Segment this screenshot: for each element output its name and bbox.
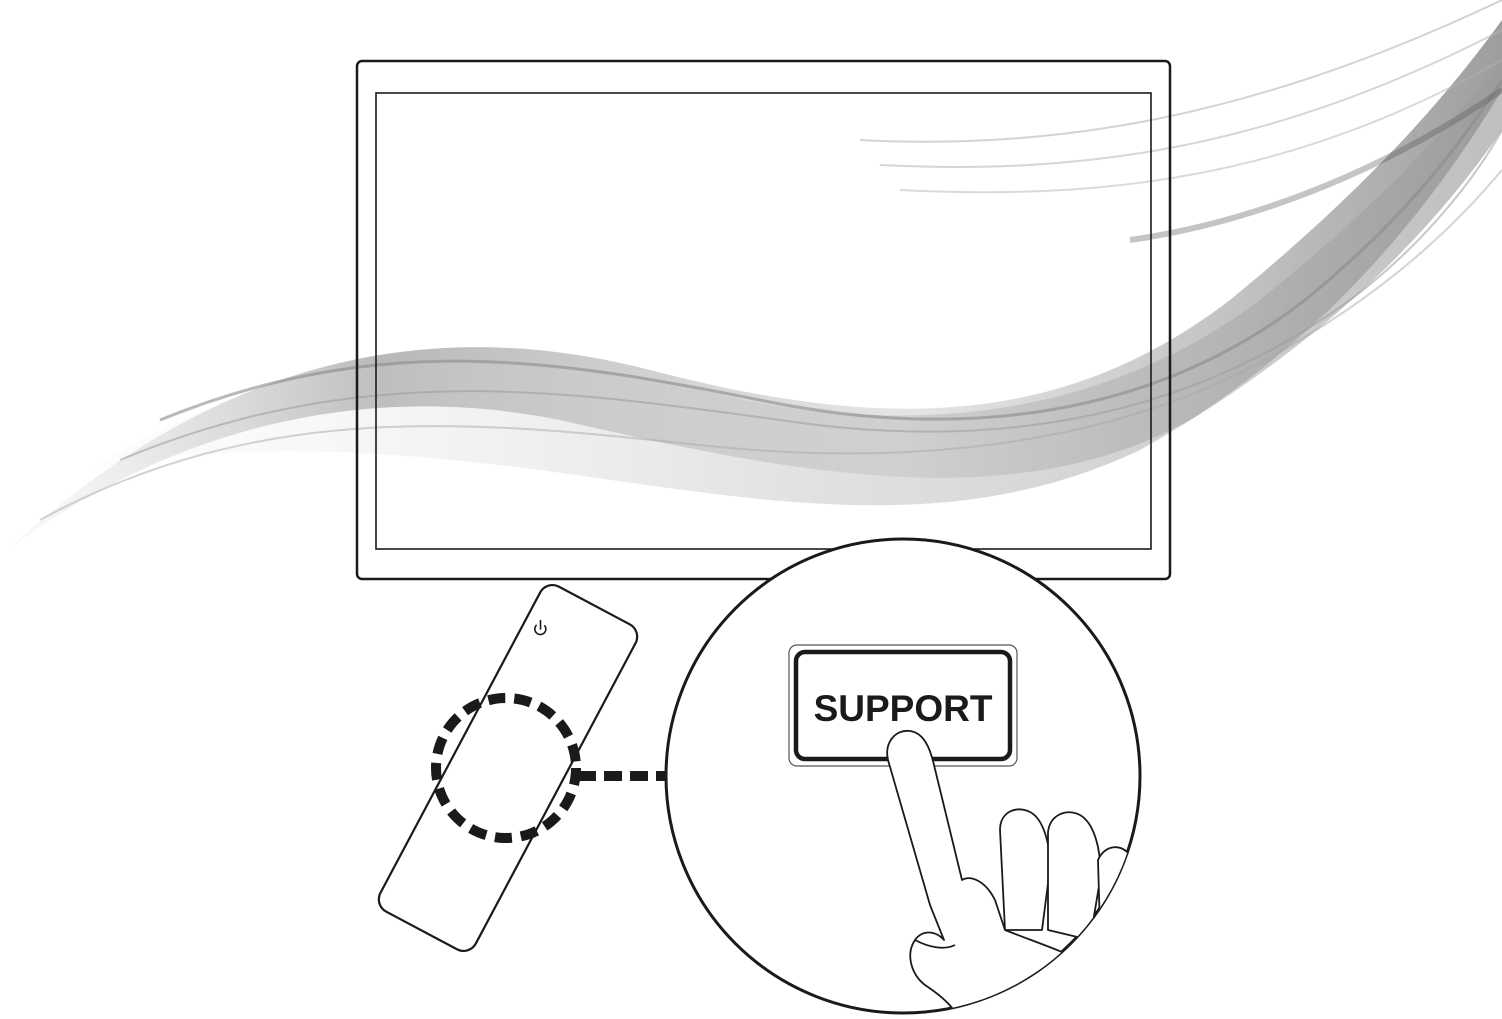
background-wave bbox=[10, 0, 1502, 548]
support-button-label: SUPPORT bbox=[814, 688, 993, 729]
remote-control bbox=[374, 580, 642, 956]
tv-frame bbox=[357, 61, 1170, 579]
